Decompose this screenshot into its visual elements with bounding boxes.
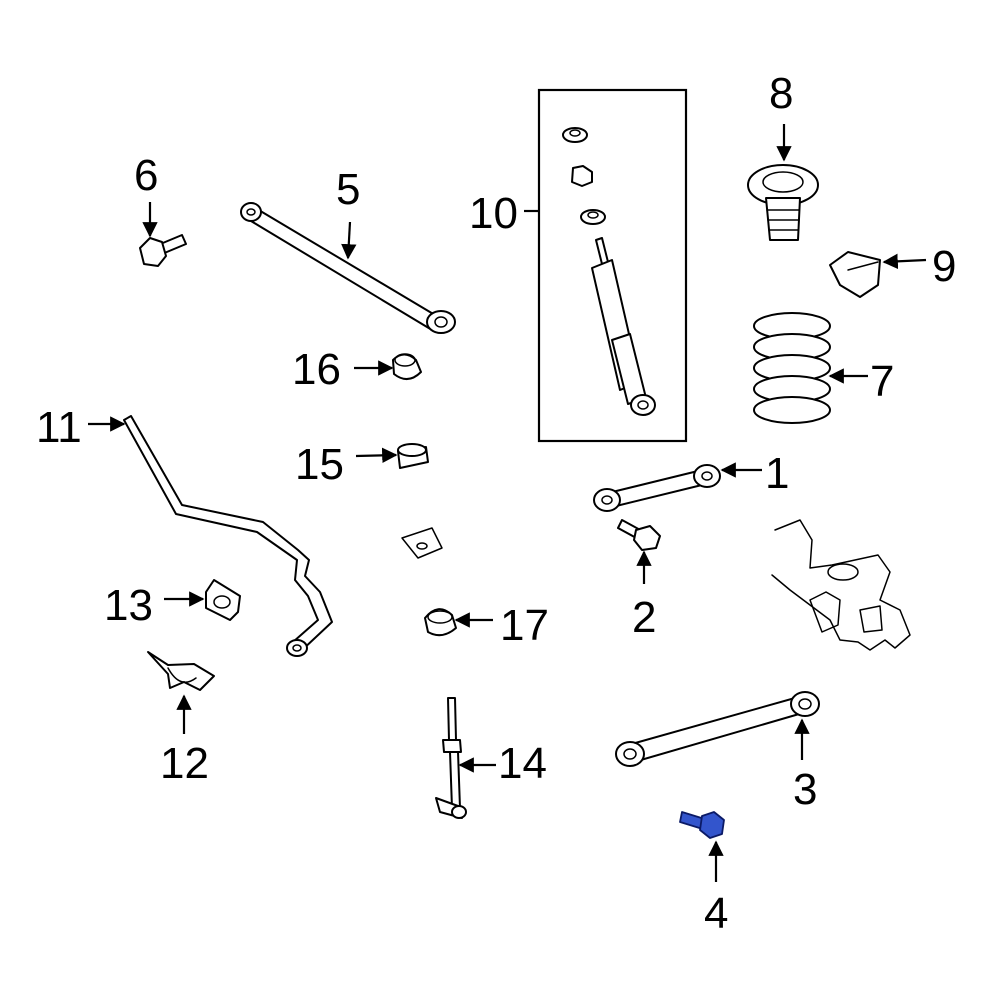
callout-10: 10 <box>469 189 518 238</box>
callout-7: 7 <box>870 357 894 406</box>
leader-lines <box>88 124 927 882</box>
shock-absorber-kit-group[interactable] <box>524 88 688 443</box>
shock-rod <box>595 237 609 265</box>
callout-17: 17 <box>500 601 549 650</box>
cushion-17[interactable] <box>424 608 457 637</box>
shock-nut <box>571 165 593 187</box>
bolt-2[interactable] <box>617 519 661 551</box>
callout-16: 16 <box>292 345 341 394</box>
shock-lower-eye <box>630 394 656 416</box>
callout-4: 4 <box>704 889 728 938</box>
callout-8: 8 <box>769 69 793 118</box>
stabilizer-bushing[interactable] <box>205 579 241 621</box>
callout-14: 14 <box>498 739 547 788</box>
lateral-link-1[interactable] <box>593 464 721 512</box>
spring-insulator[interactable] <box>829 251 881 298</box>
callout-9: 9 <box>932 242 956 291</box>
bushing-15[interactable] <box>397 443 429 469</box>
bolt-6[interactable] <box>139 234 187 267</box>
upper-control-arm[interactable] <box>240 202 456 334</box>
callout-13: 13 <box>104 581 153 630</box>
callout-5: 5 <box>336 165 360 214</box>
callout-labels: 8 5 6 10 9 7 16 11 15 1 2 13 17 12 14 3 … <box>36 69 956 938</box>
stabilizer-bar[interactable] <box>123 415 333 657</box>
callout-3: 3 <box>793 765 817 814</box>
small-bracket-plate <box>401 527 443 559</box>
callout-11: 11 <box>36 403 82 452</box>
coil-spring[interactable] <box>753 312 831 424</box>
callout-6: 6 <box>134 151 158 200</box>
callout-1: 1 <box>765 449 789 498</box>
bolt-4-highlighted[interactable] <box>679 811 725 839</box>
shock-washer-bottom <box>580 209 606 225</box>
shock-kit-frame <box>537 88 688 443</box>
bushing-16[interactable] <box>392 353 422 380</box>
stabilizer-bracket[interactable] <box>147 651 215 691</box>
callout-12: 12 <box>160 739 209 788</box>
callout-15: 15 <box>295 440 344 489</box>
axle-bracket <box>771 519 911 651</box>
callout-2: 2 <box>632 593 656 642</box>
lower-control-arm[interactable] <box>615 691 820 767</box>
shock-washer-top <box>562 127 588 143</box>
bump-stop[interactable] <box>747 164 819 241</box>
stabilizer-link[interactable] <box>435 697 467 819</box>
